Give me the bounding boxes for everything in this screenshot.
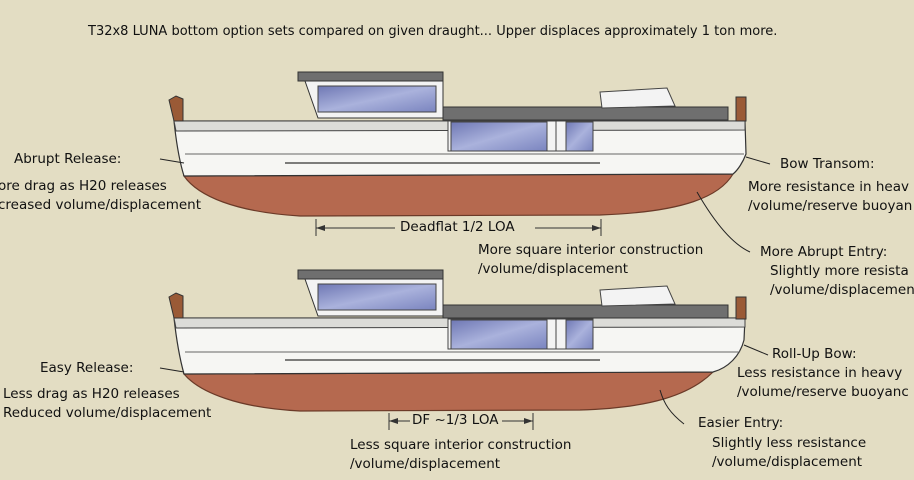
lower-cabin-roof [297,269,444,280]
upper-stern-note-2: creased volume/displacement [0,197,201,213]
upper-hull-bottom [182,173,735,217]
upper-entry-note-2: /volume/displacemen [770,282,914,298]
upper-deadflat-label: Deadflat 1/2 LOA [400,219,515,235]
upper-deckhouse-roof [442,106,729,121]
lower-stern-note-2: Reduced volume/displacement [3,405,212,421]
lower-deckhouse-roof [442,304,729,319]
lower-bow-note-1: Less resistance in heavy [737,365,903,381]
upper-stern-label: Abrupt Release: [14,151,122,167]
upper-hatch [599,87,676,109]
lower-boat [159,269,769,430]
lower-interior-line-2: /volume/displacement [350,456,501,472]
lower-deckhouse-window [450,319,548,350]
lower-hull-bottom [182,371,715,412]
upper-bow-note-1: More resistance in heav [748,179,909,195]
lower-bow-note-2: /volume/reserve buoyanc [737,384,909,400]
upper-deckhouse-window [450,121,548,152]
lower-interior-line-1: Less square interior construction [350,437,572,453]
lower-stern-post [168,292,184,319]
upper-stern-note-1: ore drag as H20 releases [0,178,167,194]
upper-boat [159,71,771,253]
upper-stern-post [168,95,184,122]
upper-entry-label: More Abrupt Entry: [760,244,888,260]
upper-bow-note-2: /volume/reserve buoyan [748,198,913,214]
diagram-title: T32x8 LUNA bottom option sets compared o… [88,24,778,39]
lower-cabin-window [317,283,437,311]
upper-cabin-roof [297,71,444,82]
lower-stern-note-1: Less drag as H20 releases [3,386,180,402]
lower-stern-label: Easy Release: [40,360,134,376]
lower-df-label: DF ~1/3 LOA [412,412,499,428]
upper-interior-line-2: /volume/displacement [478,261,629,277]
upper-bow-post [735,96,747,122]
lower-entry-label: Easier Entry: [698,415,784,431]
upper-bow-label: Bow Transom: [780,156,875,172]
lower-entry-note-2: /volume/displacement [712,454,863,470]
lower-hatch [599,285,676,307]
upper-cabin-window [317,85,437,113]
lower-bow-post [735,296,747,320]
upper-entry-note-1: Slightly more resista [770,263,909,279]
lower-bow-label: Roll-Up Bow: [772,346,857,362]
lower-entry-note-1: Slightly less resistance [712,435,867,451]
upper-interior-line-1: More square interior construction [478,242,704,258]
